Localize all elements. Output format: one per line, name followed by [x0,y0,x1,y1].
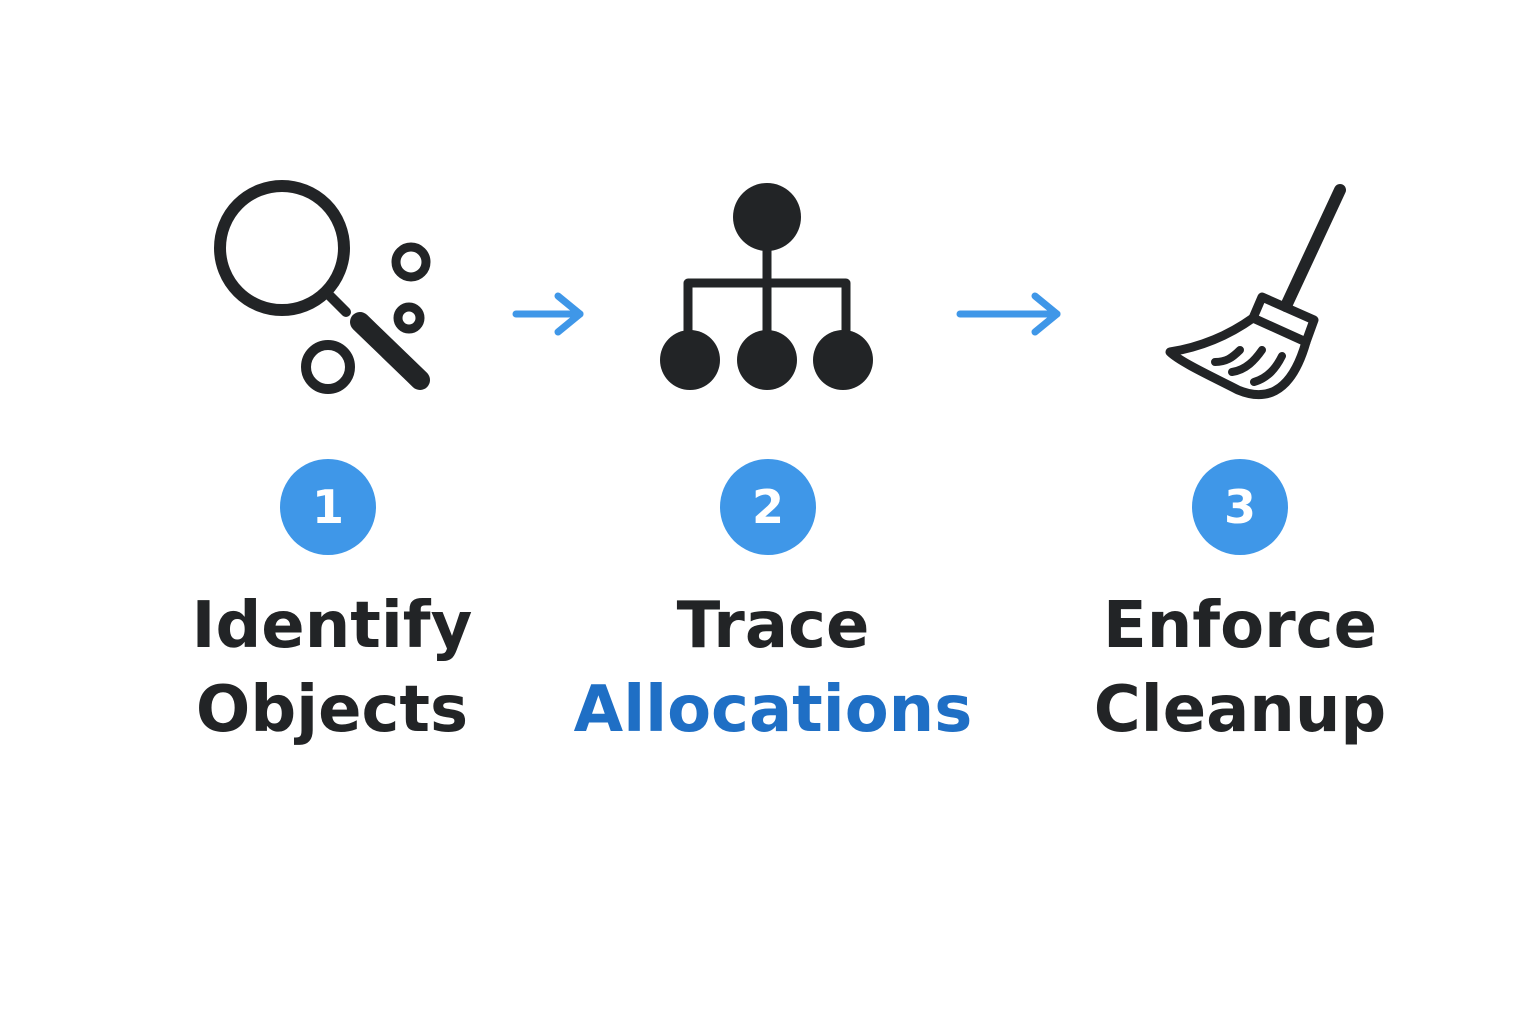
step-title-line2: Cleanup [1093,673,1387,747]
step-number-badge: 1 [280,459,376,555]
step-number-badge: 3 [1192,459,1288,555]
step-label: Enforce Cleanup [1020,584,1460,752]
arrow-right-icon [956,292,1061,336]
step-title-line2: Objects [195,673,469,747]
step-title-line1: Identify [191,589,473,663]
step-title-line2: Allocations [573,673,973,747]
broom-icon [1165,184,1346,400]
step-number-badge: 2 [720,459,816,555]
step-title-line1: Enforce [1103,589,1377,663]
step-title-line1: Trace [676,589,870,663]
arrow-right-icon [512,292,584,336]
step-label: Identify Objects [112,584,552,752]
magnifier-with-objects-icon [214,180,431,394]
hierarchy-tree-icon [660,183,873,390]
step-label: Trace Allocations [553,584,993,752]
